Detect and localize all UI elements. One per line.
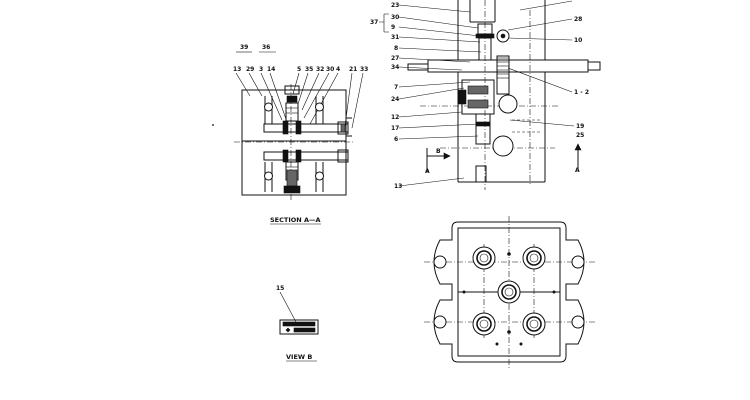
label-30: 30 <box>326 66 334 73</box>
label-1-2: 1 - 2 <box>574 89 589 96</box>
label-19: 19 <box>576 123 584 130</box>
label-25: 25 <box>576 132 584 139</box>
view-b-drawing: 15 VIEW B <box>276 285 319 362</box>
label-4: 4 <box>336 66 340 73</box>
label-15: 15 <box>276 285 284 292</box>
label-27: 27 <box>391 55 399 62</box>
section-marker-b: B <box>436 148 441 155</box>
label-7: 7 <box>394 84 398 91</box>
plan-view-drawing <box>424 216 596 368</box>
label-13: 13 <box>233 66 241 73</box>
label-13-main: 13 <box>394 183 402 190</box>
label-8: 8 <box>394 45 398 52</box>
section-marker-a-right: A <box>575 167 580 174</box>
label-35: 35 <box>305 66 313 73</box>
label-5: 5 <box>297 66 301 73</box>
main-view-drawing: 23 30 9 31 8 27 34 7 24 12 17 6 13 37 <box>370 0 601 190</box>
label-6: 6 <box>394 136 398 143</box>
label-17: 17 <box>391 125 399 132</box>
label-34: 34 <box>391 64 399 71</box>
label-group-36: 36 <box>262 44 270 51</box>
label-21: 21 <box>349 66 357 73</box>
label-23: 23 <box>391 2 399 9</box>
label-10: 10 <box>574 37 582 44</box>
section-a-a-drawing: 39 36 13 29 3 14 5 35 32 30 4 21 33 <box>233 44 368 225</box>
label-32: 32 <box>316 66 324 73</box>
label-28: 28 <box>574 16 582 23</box>
label-12: 12 <box>391 114 399 121</box>
label-group-37: 37 <box>370 19 378 26</box>
view-b-caption: VIEW B <box>286 353 312 361</box>
section-marker-a-left: A <box>425 168 430 175</box>
label-30: 30 <box>391 14 399 21</box>
label-24: 24 <box>391 96 399 103</box>
label-9: 9 <box>391 24 395 31</box>
label-29: 29 <box>246 66 254 73</box>
label-group-39: 39 <box>240 44 248 51</box>
section-a-a-caption: SECTION A—A <box>270 216 321 224</box>
label-31: 31 <box>391 34 399 41</box>
label-3: 3 <box>259 66 263 73</box>
label-33: 33 <box>360 66 368 73</box>
label-14: 14 <box>267 66 275 73</box>
